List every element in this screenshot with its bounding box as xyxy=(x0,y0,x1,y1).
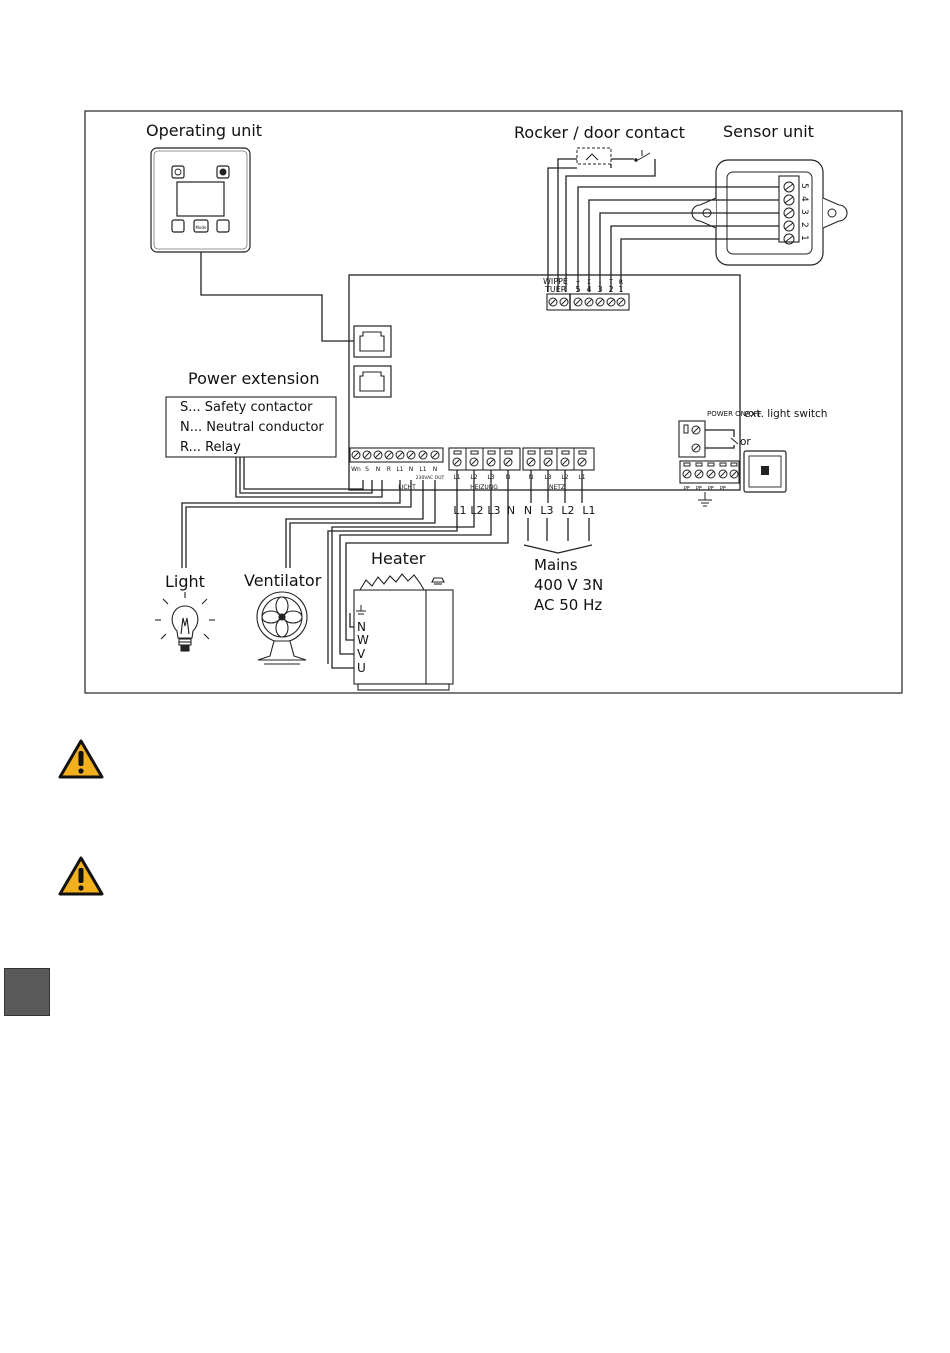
heater-term-v: V xyxy=(357,647,366,661)
light-title: Light xyxy=(165,572,205,591)
pe-term-1: PE xyxy=(684,486,690,492)
plus-button xyxy=(216,219,230,233)
operating-unit-display xyxy=(176,181,225,217)
mains-wire-l3: L3 xyxy=(540,504,553,517)
wippe-label: WIPPE xyxy=(543,277,568,286)
netz-terminal-block: N L3 L2 L1 NETZ xyxy=(522,447,595,491)
sensor-symbol-sigma: Σ xyxy=(587,279,591,286)
licht-term-nb: N xyxy=(433,466,438,473)
block-num-3: 3 xyxy=(597,285,602,294)
licht-230vac-out: 230VAC OUT xyxy=(416,475,445,481)
sensor-symbol-minus: - xyxy=(599,279,601,286)
heizung-label: HEIZUNG xyxy=(470,484,498,491)
ext-light-switch-label: ext. light switch xyxy=(744,408,827,420)
sensor-symbol-t: T xyxy=(608,279,613,286)
licht-label: LICHT xyxy=(398,484,416,491)
heater-title: Heater xyxy=(371,549,426,568)
block-num-5: 5 xyxy=(575,285,580,294)
mains-wire-l1: L1 xyxy=(582,504,595,517)
power-icon xyxy=(171,165,185,179)
mains-bracket xyxy=(523,544,593,554)
heizung-terminal-block: L1 L2 L3 N HEIZUNG xyxy=(448,447,521,491)
mains-wire-n: N xyxy=(524,504,532,517)
sensor-terminal-5: 5 xyxy=(799,183,809,189)
operating-unit: Mode xyxy=(150,147,251,253)
light-bulb-icon xyxy=(155,592,215,652)
legend-relay: R... Relay xyxy=(180,440,241,455)
door-contact xyxy=(634,150,651,162)
heater-ground-icon xyxy=(356,605,366,615)
licht-term-wn: Wn xyxy=(351,466,361,473)
heater-wire-l3: L3 xyxy=(487,504,500,517)
heater-wire-l1: L1 xyxy=(453,504,466,517)
licht-term-na: N xyxy=(409,466,414,473)
mode-button-label: Mode xyxy=(196,225,207,230)
sensor-terminal-4: 4 xyxy=(799,196,809,202)
ventilator-icon xyxy=(256,591,308,665)
mains-frequency: AC 50 Hz xyxy=(534,596,602,614)
heater-term-u: U xyxy=(357,661,366,675)
sensor-terminal-2: 2 xyxy=(799,222,809,228)
heater-term-w: W xyxy=(357,633,369,647)
ventilator-title: Ventilator xyxy=(244,571,322,590)
rocker-switch xyxy=(576,147,612,165)
legend-neutral-conductor: N... Neutral conductor xyxy=(180,420,324,435)
heater-icon xyxy=(353,573,454,691)
tuer-label: TUER xyxy=(544,285,567,294)
pe-term-2: PE xyxy=(696,486,702,492)
sensor-terminal-3: 3 xyxy=(799,209,809,215)
warning-icon xyxy=(58,856,104,896)
rocker-title: Rocker / door contact xyxy=(514,123,685,142)
power-onoff-switch: POWER ON/OFF xyxy=(678,410,762,458)
ground-icon xyxy=(698,499,712,507)
block-num-1: 1 xyxy=(618,285,623,294)
operating-unit-title: Operating unit xyxy=(146,121,262,140)
power-extension-title: Power extension xyxy=(188,369,319,388)
power-extension-legend xyxy=(165,396,337,458)
netz-label: NETZ xyxy=(549,484,565,491)
licht-term-s: S xyxy=(365,466,369,473)
sensor-symbol-r: R xyxy=(619,279,623,286)
or-label: or xyxy=(740,436,751,448)
top-terminal-block: WIPPE TUER + Σ - T R 5 4 3 2 1 xyxy=(543,277,630,311)
heater-wire-n: N xyxy=(507,504,515,517)
mode-button xyxy=(193,219,209,233)
heater-wire-l2: L2 xyxy=(470,504,483,517)
licht-terminal-block: Wn S N R L1 N L1 N 230VAC OUT LICHT xyxy=(349,447,445,491)
mains-wire-l2: L2 xyxy=(561,504,574,517)
licht-term-n: N xyxy=(376,466,381,473)
mains-voltage: 400 V 3N xyxy=(534,576,603,594)
legend-safety-contactor: S... Safety contactor xyxy=(180,400,313,415)
mains-label: Mains xyxy=(534,556,578,574)
pe-term-4: PE xyxy=(720,486,726,492)
diagram-frame xyxy=(84,110,903,694)
pe-terminal-block: PE PE PE PE xyxy=(679,460,740,507)
minus-button xyxy=(171,219,185,233)
warning-icon xyxy=(58,739,104,779)
section-tab-marker xyxy=(4,968,50,1016)
sensor-terminal-1: 1 xyxy=(799,235,809,241)
control-box xyxy=(348,274,741,491)
licht-term-l1a: L1 xyxy=(396,466,403,473)
licht-term-l1b: L1 xyxy=(419,466,426,473)
block-num-4: 4 xyxy=(586,285,591,294)
licht-term-r: R xyxy=(387,466,391,473)
power-onoff-label: POWER ON/OFF xyxy=(707,410,762,418)
block-num-2: 2 xyxy=(608,285,613,294)
rj-socket-2 xyxy=(353,365,392,398)
heater-term-n: N xyxy=(357,620,366,634)
rj-socket-1 xyxy=(353,325,392,358)
sensor-symbol-plus: + xyxy=(575,279,580,286)
pe-term-3: PE xyxy=(708,486,714,492)
sensor-terminal-screws xyxy=(783,181,795,245)
sensor-unit-title: Sensor unit xyxy=(723,122,814,141)
ext-light-switch xyxy=(743,450,787,493)
